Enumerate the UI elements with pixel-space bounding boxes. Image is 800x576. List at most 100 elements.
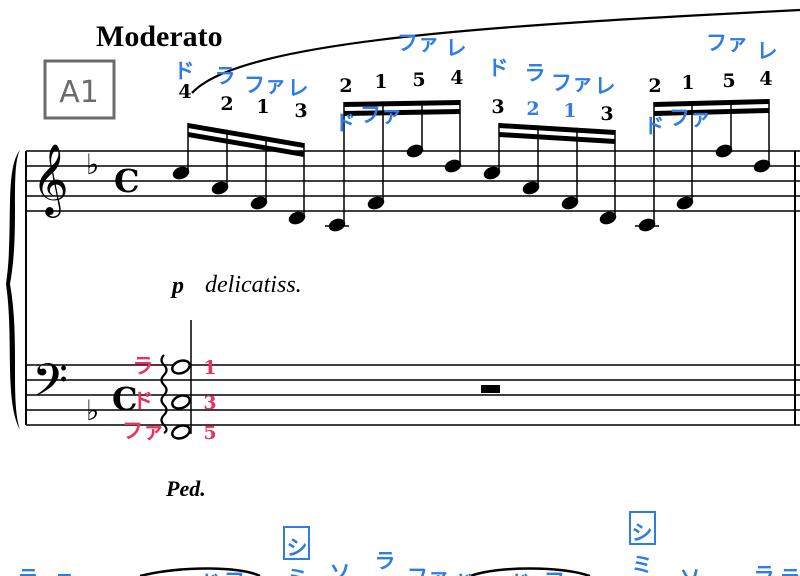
treble-clef-icon: 𝄞 (32, 142, 69, 218)
note-head[interactable] (287, 209, 307, 226)
beam (499, 132, 615, 144)
beam (654, 108, 769, 116)
key-signature-flat-icon: ♭ (86, 394, 99, 427)
solfege-label: ド (644, 114, 665, 138)
solfege-label: ド (488, 56, 509, 80)
note-head[interactable] (598, 209, 618, 226)
note-head[interactable] (443, 157, 463, 174)
rehearsal-mark-box (43, 59, 116, 120)
fingering-number: 1 (374, 71, 387, 93)
solfege-label: ファ (360, 103, 402, 127)
solfege-label: ラ (133, 354, 154, 378)
fingering-number: 3 (600, 103, 613, 125)
solfege-label: ラ (525, 61, 546, 85)
half-note-head[interactable] (170, 393, 191, 410)
solfege-label: ファ (706, 31, 748, 55)
solfege-label: ド (174, 59, 195, 83)
beam (344, 100, 460, 107)
note-head[interactable] (560, 194, 580, 211)
solfege-label: ファ (669, 106, 711, 130)
solfege-label: ド (200, 571, 221, 576)
fingering-number: 2 (339, 75, 352, 97)
solfege-label: ラ (375, 549, 396, 573)
note-head[interactable] (171, 164, 191, 181)
note-head[interactable] (249, 194, 269, 211)
fingering-number: 1 (256, 96, 269, 118)
solfege-label: ラ (780, 566, 800, 576)
fingering-number: 1 (681, 72, 694, 94)
fingering-number: 5 (203, 422, 216, 444)
key-signature-flat-icon: ♭ (86, 148, 99, 181)
pedal-marking: Ped. (165, 476, 206, 501)
fingering-number: 1 (203, 357, 216, 379)
solfege-label: シ (632, 521, 653, 545)
note-head[interactable] (366, 194, 386, 211)
brace (6, 150, 20, 430)
fingering-number: 3 (203, 392, 216, 414)
fingering-number: 4 (450, 67, 463, 89)
beam (188, 123, 304, 148)
note-head[interactable] (637, 216, 657, 233)
solfege-label: ファ (407, 565, 449, 576)
note-head[interactable] (752, 157, 772, 174)
solfege-label: ファ (244, 73, 286, 97)
dynamic-marking: p (170, 273, 184, 299)
solfege-label: レ (288, 76, 309, 100)
note-head[interactable] (405, 142, 425, 159)
beam (188, 132, 304, 157)
fingering-number: 5 (722, 70, 735, 92)
solfege-label: レ (446, 36, 467, 60)
slur (191, 8, 800, 94)
note-head[interactable] (675, 194, 695, 211)
bass-clef-icon: 𝄢 (32, 354, 68, 419)
half-note-head[interactable] (170, 423, 191, 440)
solfege-label: ミ (632, 553, 653, 576)
note-head[interactable] (482, 164, 502, 181)
solfege-label: ド (454, 571, 475, 576)
tempo-marking: Moderato (96, 20, 223, 53)
solfege-label: ファ (544, 569, 586, 576)
fingering-number: 2 (220, 93, 233, 115)
solfege-label: シ (287, 536, 308, 560)
fingering-number: 4 (178, 81, 191, 103)
beam (499, 123, 615, 135)
fingering-number: 2 (648, 75, 661, 97)
solfege-label: ラ (754, 563, 775, 576)
expression-text: delicatiss. (205, 272, 302, 298)
solfege-label: ファ (224, 569, 266, 576)
fingering-number: 1 (563, 100, 576, 122)
solfege-label: ソ (680, 566, 701, 576)
rehearsal-mark: A1 (59, 75, 99, 110)
solfege-label: ド (510, 571, 531, 576)
solfege-label: ド (335, 111, 356, 135)
solfege-label: ファ (122, 419, 164, 443)
solfege-label: ラ (54, 571, 75, 576)
note-head[interactable] (210, 179, 230, 196)
solfege-label: レ (595, 74, 616, 98)
solfege-label: ファ (397, 31, 439, 55)
beam (344, 109, 460, 116)
fingering-number: 5 (412, 69, 425, 91)
note-head[interactable] (521, 179, 541, 196)
slur (469, 567, 591, 576)
beam (654, 99, 769, 107)
note-head[interactable] (327, 216, 347, 233)
solfege-label: ソ (330, 561, 351, 576)
solfege-label: ミ (287, 566, 308, 576)
arpeggio-icon (160, 354, 168, 434)
time-signature: C (114, 162, 139, 200)
solfege-label: ラ (18, 566, 39, 576)
solfege-label: ファ (551, 71, 593, 95)
solfege-label: ラ (215, 64, 236, 88)
highlight-box (629, 511, 656, 545)
note-head[interactable] (714, 142, 734, 159)
fingering-number: 3 (294, 100, 307, 122)
solfege-label: レ (757, 39, 778, 63)
half-note-head[interactable] (170, 358, 191, 375)
highlight-box (283, 526, 310, 560)
time-signature: C (112, 380, 137, 418)
slur (139, 567, 261, 576)
solfege-label: ド (133, 389, 154, 413)
